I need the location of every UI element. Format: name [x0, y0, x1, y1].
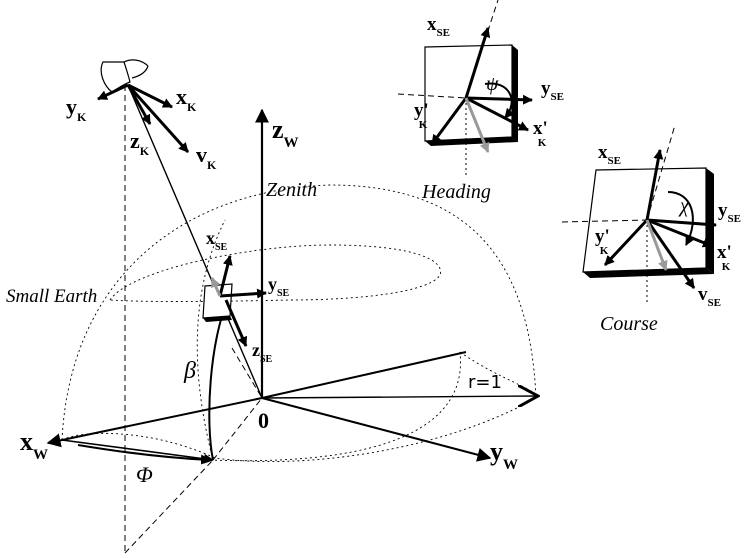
- heading-x-se-label: xSE: [427, 14, 450, 39]
- dotted-hemisphere: [61, 184, 537, 462]
- meridian-ray: [261, 351, 467, 399]
- angle-arcs: [77, 299, 229, 465]
- psi-label: ψ: [486, 73, 499, 95]
- dashed-construction-lines: [124, 85, 263, 555]
- v-k-label: vK: [196, 142, 217, 172]
- heading-caption: Heading: [421, 181, 491, 203]
- y-se-axis: [219, 288, 267, 299]
- zenith-label: Zenith: [266, 179, 317, 201]
- chi-label: χ: [678, 195, 690, 217]
- y-k-label: yK: [66, 94, 87, 124]
- course-inset: [561, 124, 717, 305]
- z-se-label: zSE: [252, 340, 273, 365]
- z-k-axis: [126, 84, 152, 125]
- beta-arc: [208, 299, 229, 461]
- radius-arrow: [261, 396, 538, 398]
- x-k-label: xK: [176, 84, 197, 114]
- x-k-axis: [127, 83, 173, 109]
- heading-y-se-label: ySE: [541, 78, 564, 103]
- phi-arc: [77, 444, 211, 465]
- beta-label: β: [183, 358, 196, 384]
- world-frame: [46, 108, 538, 464]
- phi-base-line: [61, 439, 214, 464]
- course-caption: Course: [600, 313, 658, 335]
- course-y-se-label: ySE: [718, 200, 741, 225]
- vertical-projection: [210, 277, 222, 297]
- y-se-label: ySE: [268, 274, 290, 299]
- course-x-k-prime-label: x'K: [717, 242, 732, 273]
- z-w-label: zW: [272, 115, 299, 151]
- aircraft-icon: [100, 59, 149, 93]
- heading-x-k-prime-label: x'K: [533, 118, 548, 149]
- heading-y-k-prime-label: y'K: [414, 100, 429, 131]
- radius-label: r=1: [468, 372, 502, 393]
- origin-label: 0: [258, 408, 269, 433]
- course-y-k-prime-label: y'K: [595, 226, 610, 257]
- heading-inset: [397, 0, 533, 175]
- small-earth-label: Small Earth: [6, 286, 97, 307]
- small-earth-frame: [202, 255, 267, 347]
- z-se-axis: [224, 299, 248, 347]
- v-k-axis: [126, 83, 190, 154]
- line-of-sight: [127, 84, 263, 399]
- y-w-label: yW: [490, 437, 518, 473]
- x-w-axis: [46, 397, 263, 448]
- phi-label: Φ: [136, 462, 153, 487]
- z-k-label: zK: [130, 128, 150, 158]
- y-w-axis: [261, 397, 492, 462]
- course-x-se-label: xSE: [598, 142, 621, 167]
- x-se-label: xSE: [206, 228, 228, 253]
- x-w-label: xW: [20, 427, 48, 463]
- x-se-axis: [218, 255, 233, 297]
- course-v-se-label: vSE: [698, 284, 721, 309]
